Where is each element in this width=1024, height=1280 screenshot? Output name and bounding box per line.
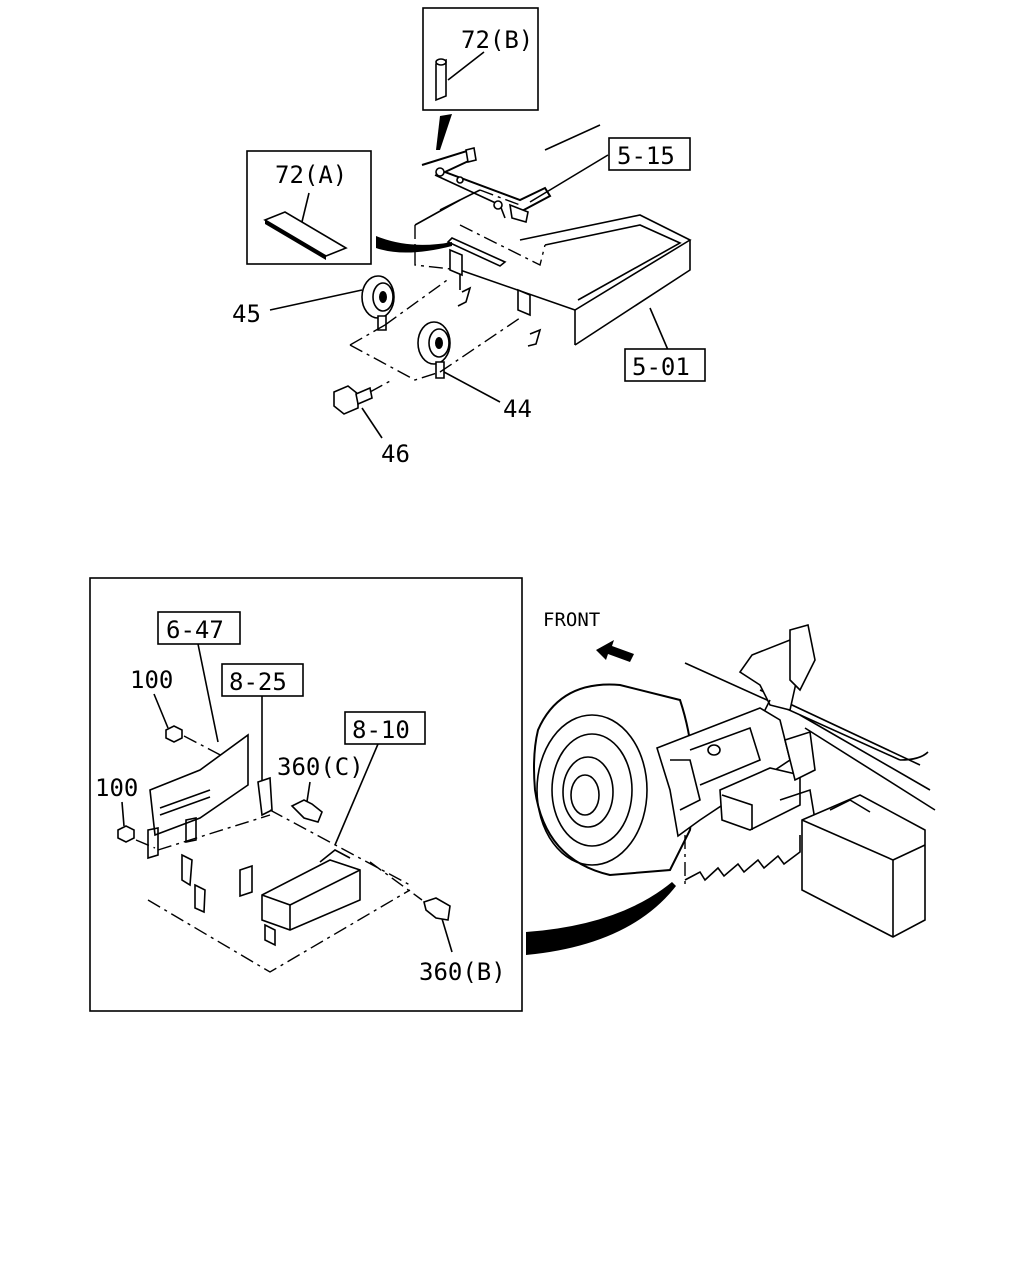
- pointer-72a: [376, 236, 452, 253]
- horn-assembly: 72(B) 72(A): [232, 7, 706, 468]
- label-72b: 72(B): [461, 26, 533, 54]
- front-arrow-icon: [596, 640, 634, 662]
- ref-box-5-15: [608, 137, 691, 171]
- bolt-46: [333, 379, 393, 415]
- ref-box-8-10: [344, 711, 426, 745]
- label-45: 45: [232, 300, 261, 328]
- detail-box-72b: 72(B): [422, 7, 539, 111]
- frame-5-01: [414, 124, 692, 346]
- detail-box-72a: 72(A): [246, 150, 372, 265]
- label-360c: 360(C): [277, 753, 364, 781]
- pointer-72b: [436, 114, 452, 150]
- horn-45: [361, 275, 395, 331]
- horn-44: [417, 321, 451, 379]
- ref-box-8-25: [221, 663, 304, 697]
- ref-6-47: 6-47: [166, 616, 224, 644]
- vehicle-view: FRONT: [533, 609, 936, 938]
- ref-8-25: 8-25: [229, 668, 287, 696]
- ref-box-6-47: [157, 611, 241, 645]
- nut-100-lower: [117, 825, 135, 843]
- label-360b: 360(B): [419, 958, 506, 986]
- label-100-lower: 100: [95, 774, 138, 802]
- label-44: 44: [503, 395, 532, 423]
- label-46: 46: [381, 440, 410, 468]
- front-label: FRONT: [543, 609, 600, 631]
- ref-8-10: 8-10: [352, 716, 410, 744]
- bracket-detail-box: 6-47 8-25 8-10 100 100 360(C) 360(B): [89, 577, 523, 1012]
- ref-5-01: 5-01: [632, 353, 690, 381]
- ref-box-5-01: [624, 348, 706, 382]
- pointer-to-vehicle: [526, 882, 676, 955]
- nut-100-upper: [165, 725, 183, 743]
- ref-5-15: 5-15: [617, 142, 675, 170]
- label-100-upper: 100: [130, 666, 173, 694]
- bracket-5-15: [421, 147, 552, 224]
- bolt-360c: [290, 799, 323, 823]
- tire: [533, 683, 695, 877]
- label-72a: 72(A): [275, 161, 347, 189]
- bolt-360b: [423, 897, 451, 921]
